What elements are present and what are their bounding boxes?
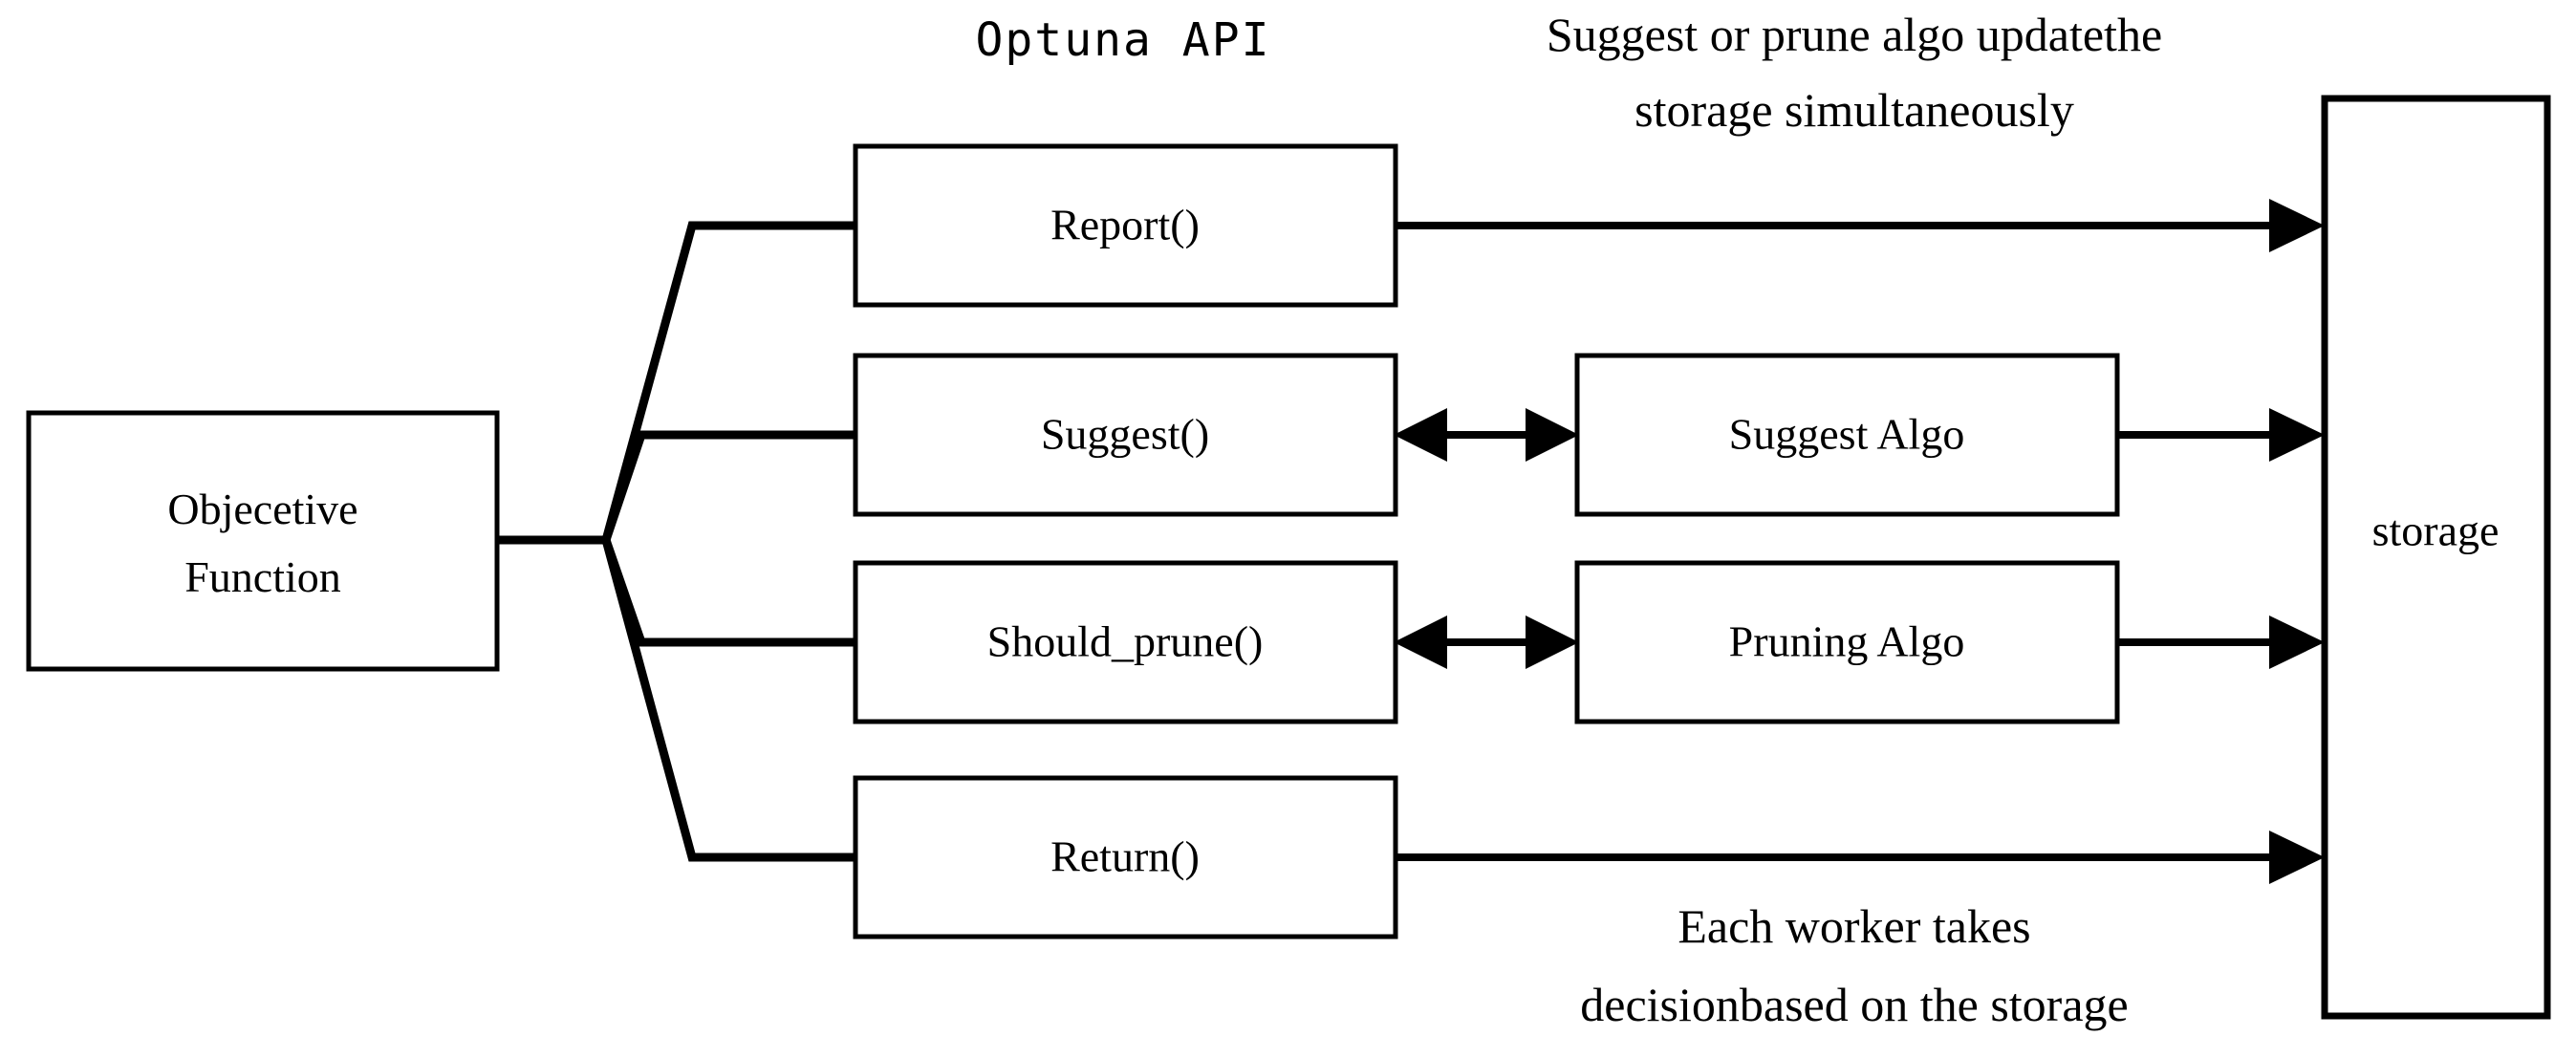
api-box-return-label: Return() [1050,832,1200,881]
storage-box-rect [2321,95,2551,1020]
connector-branch-suggest [601,430,855,542]
storage-box[interactable]: storage [2321,95,2551,1020]
algo-box-pruning-rect [1574,560,2120,724]
connector-branch-return [601,538,855,862]
objective-function-box[interactable]: Objecetive Function [26,410,500,672]
arrow-pruning-algo-to-storage [2117,615,2325,669]
bottom-caption-line-2: decisionbased on the storage [1580,978,2128,1031]
arrow-suggest-algo-to-storage [2117,408,2325,462]
api-box-should-prune[interactable]: Should_prune() [853,560,1398,724]
connector-branch-report [601,221,855,542]
algo-box-suggest[interactable]: Suggest Algo [1574,353,2120,517]
api-box-suggest-rect [853,353,1398,517]
bidirectional-arrow-suggest-head-right [1526,408,1579,462]
bottom-caption-line-1: Each worker takes [1678,899,2030,953]
arrow-suggest-algo-to-storage-head [2269,408,2325,462]
top-caption-line-1: Suggest or prune algo updatethe [1547,8,2162,61]
algo-box-suggest-label: Suggest Algo [1729,410,1965,459]
objective-function-box-rect [26,410,500,672]
bidirectional-arrow-pruning-head-right [1526,615,1579,669]
bidirectional-arrow-suggest-head-left [1394,408,1447,462]
api-box-report-label: Report() [1050,201,1200,249]
bidirectional-arrow-suggest [1394,408,1579,462]
arrow-report-to-storage [1396,199,2325,252]
algo-box-pruning[interactable]: Pruning Algo [1574,560,2120,724]
objective-function-label-line-2: Function [184,552,341,601]
api-box-suggest-label: Suggest() [1041,410,1209,459]
objective-function-label-line-1: Objecetive [167,485,357,533]
arrow-report-to-storage-head [2269,199,2325,252]
connector-branch-should-prune [601,538,855,647]
api-box-should-prune-label: Should_prune() [987,617,1264,666]
api-box-report[interactable]: Report() [853,143,1398,308]
bidirectional-arrow-pruning-head-left [1394,615,1447,669]
bidirectional-arrow-pruning [1394,615,1579,669]
algo-box-pruning-label: Pruning Algo [1729,617,1965,666]
arrow-return-to-storage [1396,831,2325,884]
top-caption-line-2: storage simultaneously [1634,83,2074,137]
arrow-return-to-storage-head [2269,831,2325,884]
api-box-return[interactable]: Return() [853,775,1398,939]
storage-box-label: storage [2372,507,2500,555]
arrow-pruning-algo-to-storage-head [2269,615,2325,669]
optuna-api-heading: Optuna API [976,13,1271,67]
api-box-suggest[interactable]: Suggest() [853,353,1398,517]
api-box-should-prune-rect [853,560,1398,724]
branch-connector [497,221,855,862]
